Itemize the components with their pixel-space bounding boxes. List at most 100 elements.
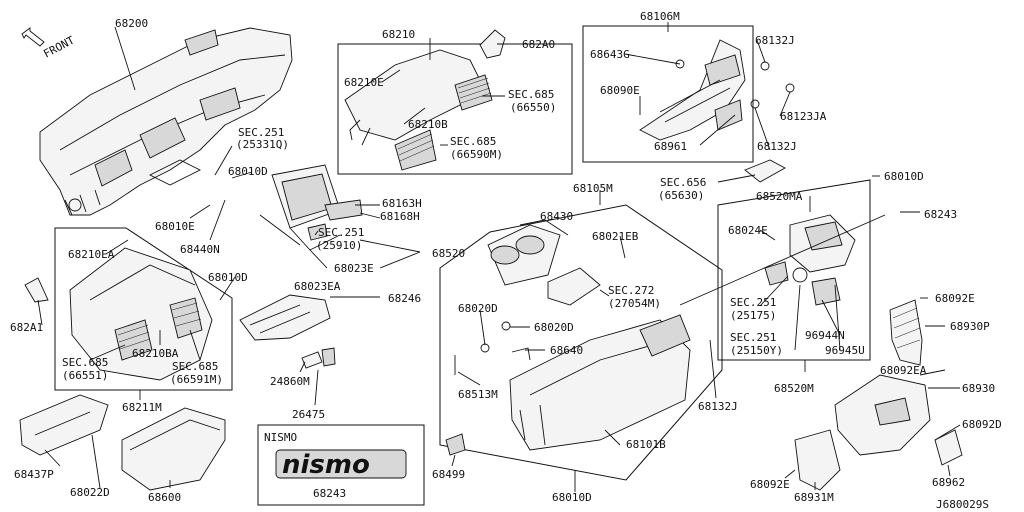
lower-panel-68930-drawing	[834, 374, 931, 456]
label-68010E: 68010E	[155, 220, 195, 233]
shift-trim-drawing	[764, 214, 856, 306]
label-68210E: 68210E	[344, 76, 384, 89]
label-68021EB: 68021EB	[592, 230, 639, 243]
console-bracket-drawing	[639, 39, 795, 141]
group-box-68211M	[54, 227, 233, 391]
sensor-24860M-drawing	[301, 347, 336, 369]
label-68210BA: 68210BA	[132, 347, 179, 360]
label-68010D-a: 68010D	[228, 165, 268, 178]
label-68210EA: 68210EA	[68, 248, 115, 261]
label-68132J-b: 68132J	[757, 140, 797, 153]
label-68101B: 68101B	[626, 438, 666, 451]
label-68962: 68962	[932, 476, 965, 489]
label-68499: 68499	[432, 468, 465, 481]
label-68020D-a: 68020D	[458, 302, 498, 315]
label-66551: (66551)	[62, 369, 108, 382]
label-68961: 68961	[654, 140, 687, 153]
label-68010D-c: 68010D	[208, 271, 248, 284]
label-sec685-b: SEC.685	[450, 135, 496, 148]
label-68106M: 68106M	[640, 10, 680, 23]
lower-bracket-68246-drawing	[239, 294, 331, 341]
label-68930: 68930	[962, 382, 995, 395]
label-68243-b: 68243	[313, 487, 346, 500]
glove-box-drawing	[121, 407, 226, 491]
side-panel-68211M-drawing	[69, 247, 213, 381]
instrument-panel-drawing	[39, 27, 293, 216]
label-65630: (65630)	[658, 189, 704, 202]
label-682A1: 682A1	[10, 321, 43, 334]
label-68640: 68640	[550, 344, 583, 357]
label-sec251-c: SEC.251	[730, 296, 776, 309]
label-68520M: 68520M	[774, 382, 814, 395]
kick-panel-68930P-drawing	[889, 299, 923, 366]
front-label: FRONT	[41, 33, 77, 60]
label-25150Y: (25150Y)	[730, 344, 783, 357]
label-68010D-d: 68010D	[552, 491, 592, 504]
label-68210: 68210	[382, 28, 415, 41]
label-68168H: 68168H	[380, 210, 420, 223]
label-68210B: 68210B	[408, 118, 448, 131]
label-68513M: 68513M	[458, 388, 498, 401]
label-68090E: 68090E	[600, 84, 640, 97]
glove-box-lid-drawing	[19, 394, 109, 456]
label-68023E: 68023E	[334, 262, 374, 275]
part-labels: 68200 68210 682A0 68106M 68643G 68132J 6…	[10, 10, 1002, 511]
label-sec656: SEC.656	[660, 176, 706, 189]
label-26475: 26475	[292, 408, 325, 421]
label-96944N: 96944N	[805, 329, 845, 342]
trim-68962-drawing	[934, 429, 963, 466]
leader-lines	[37, 22, 961, 492]
label-682A0: 682A0	[522, 38, 555, 51]
label-68022D: 68022D	[70, 486, 110, 499]
label-68132J-a: 68132J	[755, 34, 795, 47]
group-box-68210	[337, 43, 573, 175]
bracket-682A1-drawing	[24, 277, 49, 303]
label-68931M: 68931M	[794, 491, 834, 504]
label-68105M: 68105M	[573, 182, 613, 195]
label-66591M: (66591M)	[170, 373, 223, 386]
label-68010D-b: 68010D	[884, 170, 924, 183]
group-box-68105M	[439, 204, 723, 481]
label-68430: 68430	[540, 210, 573, 223]
label-68520: 68520	[432, 247, 465, 260]
label-68437P: 68437P	[14, 468, 54, 481]
nismo-box-title: NISMO	[264, 431, 297, 444]
cover-68499-drawing	[445, 433, 466, 456]
label-66590M: (66590M)	[450, 148, 503, 161]
label-68092E-a: 68092E	[935, 292, 975, 305]
label-25910: (25910)	[316, 239, 362, 252]
label-68092D: 68092D	[962, 418, 1002, 431]
front-arrow-icon	[21, 27, 45, 47]
label-sec251-d: SEC.251	[730, 331, 776, 344]
label-68440N: 68440N	[180, 243, 220, 256]
panel-68931M-drawing	[794, 429, 841, 491]
label-68643G: 68643G	[590, 48, 630, 61]
label-sec685-a: SEC.685	[508, 88, 554, 101]
label-25175: (25175)	[730, 309, 776, 322]
label-sec251-a: SEC.251	[238, 126, 284, 139]
center-vent-drawing	[344, 49, 493, 171]
label-68132J-c: 68132J	[698, 400, 738, 413]
label-sec272: SEC.272	[608, 284, 654, 297]
label-68163H: 68163H	[382, 197, 422, 210]
label-68600: 68600	[148, 491, 181, 504]
display-unit-drawing	[259, 164, 363, 251]
label-68020D-b: 68020D	[534, 321, 574, 334]
label-66550: (66550)	[510, 101, 556, 114]
center-console-drawing	[509, 314, 691, 451]
label-25331Q: (25331Q)	[236, 138, 289, 151]
label-68024E: 68024E	[728, 224, 768, 237]
label-68123JA: 68123JA	[780, 110, 827, 123]
screws-68020D-drawing	[454, 321, 531, 375]
group-box-68520M	[717, 179, 871, 361]
cup-holder-68430-drawing	[487, 224, 601, 306]
label-sec685-d: SEC.685	[172, 360, 218, 373]
leader-68243	[679, 214, 886, 306]
label-sec685-c: SEC.685	[62, 356, 108, 369]
bracket-682A0-drawing	[479, 29, 506, 59]
label-68211M: 68211M	[122, 401, 162, 414]
label-sec251-b: SEC.251	[318, 226, 364, 239]
nismo-box	[257, 424, 425, 506]
label-68243-a: 68243	[924, 208, 957, 221]
